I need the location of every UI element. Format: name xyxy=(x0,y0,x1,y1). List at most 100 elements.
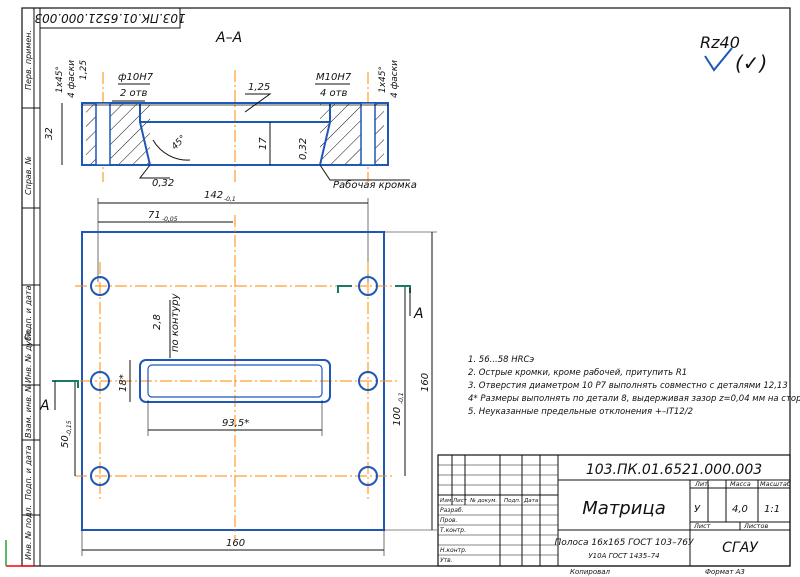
dim-50-tol: -0,15 xyxy=(66,420,73,436)
role-label: Т.контр. xyxy=(440,527,466,534)
dim-142: 142 xyxy=(204,190,223,201)
hole-left xyxy=(95,102,111,166)
org: СГАУ xyxy=(722,540,759,556)
strip-label: Инв. № дубл. xyxy=(24,328,33,383)
slot-outer xyxy=(139,359,331,403)
dim-142-tol: -0,1 xyxy=(224,196,236,203)
hole xyxy=(90,276,110,296)
hole-dia: ф10Н7 xyxy=(118,72,154,83)
strip-label: Взам. инв. № xyxy=(24,384,33,438)
chamfer-left: 1x45° xyxy=(55,66,65,93)
hole xyxy=(90,371,110,391)
col-header: Дата xyxy=(523,498,539,504)
hole xyxy=(358,276,378,296)
col-header: Изм. xyxy=(440,498,453,504)
copied-label: Копировал xyxy=(570,568,611,576)
chamfer-right: 1x45° xyxy=(378,66,388,93)
scale-value: 1:1 xyxy=(764,504,780,515)
section-label: А–А xyxy=(215,30,242,46)
section-view: 32 1x45° 4 фаски 1,25 ф10Н7 2 отв 1,25 М… xyxy=(44,60,417,191)
contour-note: по контуру xyxy=(170,292,181,352)
technical-notes: 1. 56...58 HRCэ 2. Острые кромки, кроме … xyxy=(468,355,800,417)
slot-h: 18* xyxy=(118,374,129,392)
mass-label: Масса xyxy=(730,480,751,488)
format-label: Формат А3 xyxy=(705,568,745,576)
section-marker-right: А xyxy=(413,306,424,322)
working-edge: Рабочая кромка xyxy=(333,179,417,191)
plan-view: 142 -0,1 71 -0,05 2,8 по контуру 18* xyxy=(39,190,437,556)
slot-inner xyxy=(147,364,323,398)
left-strip: Перв. примен. Справ. № Подп. и дата Инв.… xyxy=(22,8,41,566)
note: 3. Отверстия диаметром 10 Р7 выполнять с… xyxy=(468,381,788,391)
lit-value: У xyxy=(694,504,701,515)
strip-label: Инв. № подл. xyxy=(24,505,33,560)
sheet-frame xyxy=(21,7,791,567)
strip-label: Подп. и дата xyxy=(24,445,33,500)
dim-28: 2,8 xyxy=(152,314,163,330)
part-title: Матрица xyxy=(582,498,665,519)
hole xyxy=(358,371,378,391)
hole xyxy=(90,466,110,486)
slot-w: 93,5* xyxy=(222,418,249,429)
role-label: Утв. xyxy=(440,557,453,564)
hole-right xyxy=(360,102,376,166)
dim-125-center: 1,25 xyxy=(248,82,270,93)
section-cut-mark xyxy=(337,285,352,293)
taper-edge xyxy=(139,121,331,166)
thread-count: 4 отв xyxy=(320,88,347,99)
title-block: Изм. Лист № докум. Подп. Дата Разраб. Пр… xyxy=(437,454,791,576)
dim-125-top: 1,25 xyxy=(79,60,89,80)
col-header: № докум. xyxy=(469,498,497,504)
angle: 45° xyxy=(170,134,188,152)
note: 1. 56...58 HRCэ xyxy=(468,355,534,365)
chamfer-left-note: 4 фаски xyxy=(67,60,77,98)
role-label: Пров. xyxy=(440,517,458,524)
dim-160v: 160 xyxy=(420,373,431,392)
strip-label: Перв. примен. xyxy=(24,30,33,90)
hole-count: 2 отв xyxy=(120,88,147,99)
note: 4* Размеры выполнять по детали 8, выдерж… xyxy=(468,394,800,404)
section-outline xyxy=(81,102,389,166)
strip-label: Подп. и дата xyxy=(24,285,33,340)
lit-label: Лит. xyxy=(694,480,710,488)
dim-160h: 160 xyxy=(226,538,245,549)
section-marker-left: А xyxy=(39,398,50,414)
angle-arc xyxy=(152,139,191,161)
dim-height: 32 xyxy=(44,127,55,140)
roughness-032-left: 0,32 xyxy=(152,178,174,189)
leader xyxy=(244,93,272,113)
leader xyxy=(138,164,170,179)
dim-50: 50 xyxy=(60,435,71,448)
stamp-rotated: 103.ПК.01.6521.000.003 xyxy=(34,11,185,25)
col-header: Лист xyxy=(452,498,468,504)
roughness-032-right: 0,32 xyxy=(298,138,309,160)
mass-value: 4,0 xyxy=(732,504,748,515)
dim-depth: 17 xyxy=(258,137,269,150)
note: 2. Острые кромки, кроме рабочей, притупи… xyxy=(468,368,687,378)
chamfer-right-note: 4 фаски xyxy=(390,60,400,98)
col-header: Подп. xyxy=(504,498,521,504)
section-cut-mark xyxy=(52,380,79,388)
roughness-extra: (✓) xyxy=(735,51,767,75)
pocket-outline xyxy=(139,103,331,123)
role-label: Н.контр. xyxy=(440,547,467,554)
dim-71: 71 xyxy=(148,210,161,221)
section-cut-mark xyxy=(395,285,411,293)
note: 5. Неуказанные предельные отклонения +–I… xyxy=(468,407,693,417)
roughness-main: Rz40 xyxy=(700,33,740,52)
dim-100-tol: -0,1 xyxy=(398,392,405,404)
dim-71-tol: -0,05 xyxy=(162,216,178,223)
strip-label: Справ. № xyxy=(24,156,33,195)
doc-number: 103.ПК.01.6521.000.003 xyxy=(586,462,762,478)
material-line1: Полоса 16х165 ГОСТ 103–76У xyxy=(554,538,694,548)
sheets-label: Листов xyxy=(743,522,768,530)
dim-100: 100 xyxy=(392,407,403,426)
material-line2: У10А ГОСТ 1435–74 xyxy=(588,552,659,560)
role-label: Разраб. xyxy=(440,507,464,514)
thread: М10Н7 xyxy=(316,72,352,83)
scale-label: Масштаб xyxy=(760,480,791,488)
hole xyxy=(358,466,378,486)
leader xyxy=(319,164,410,181)
sheet-label: Лист xyxy=(693,522,711,530)
